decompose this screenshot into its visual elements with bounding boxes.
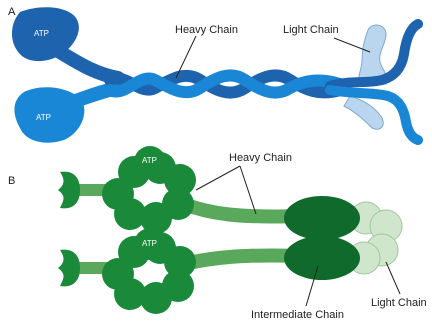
light-chain-label-b: Light Chain (371, 297, 427, 309)
heavy-chain-label-b: Heavy Chain (229, 152, 292, 164)
heavy-chain-pointer-b1 (196, 166, 240, 190)
cup-top (58, 172, 80, 209)
panel-a: A ATP ATP Heavy Chain Light Chain (8, 6, 418, 143)
atp-label-bottom: ATP (36, 113, 51, 122)
heavy-chain-pointer-b2 (240, 166, 256, 214)
heavy-chain-label-a: Heavy Chain (175, 24, 238, 36)
light-chain-pointer-b (386, 262, 400, 294)
atp-label-b-bottom: ATP (142, 239, 157, 248)
intermediate-chain-label: Intermediate Chain (251, 309, 344, 321)
stalk-right-bottom (184, 255, 300, 264)
panel-b: B ATP (8, 146, 427, 321)
panel-a-letter: A (8, 6, 16, 18)
atp-label-top: ATP (34, 29, 49, 38)
intermediate-chain-top (284, 196, 360, 240)
cup-bottom (58, 250, 80, 287)
atp-label-b-top: ATP (142, 156, 157, 165)
light-chain-lower (344, 96, 383, 129)
panel-b-letter: B (8, 175, 15, 187)
intermediate-chain-bottom (284, 236, 360, 280)
stalk-right-top (184, 204, 300, 217)
light-chain-label-a: Light Chain (283, 24, 339, 36)
